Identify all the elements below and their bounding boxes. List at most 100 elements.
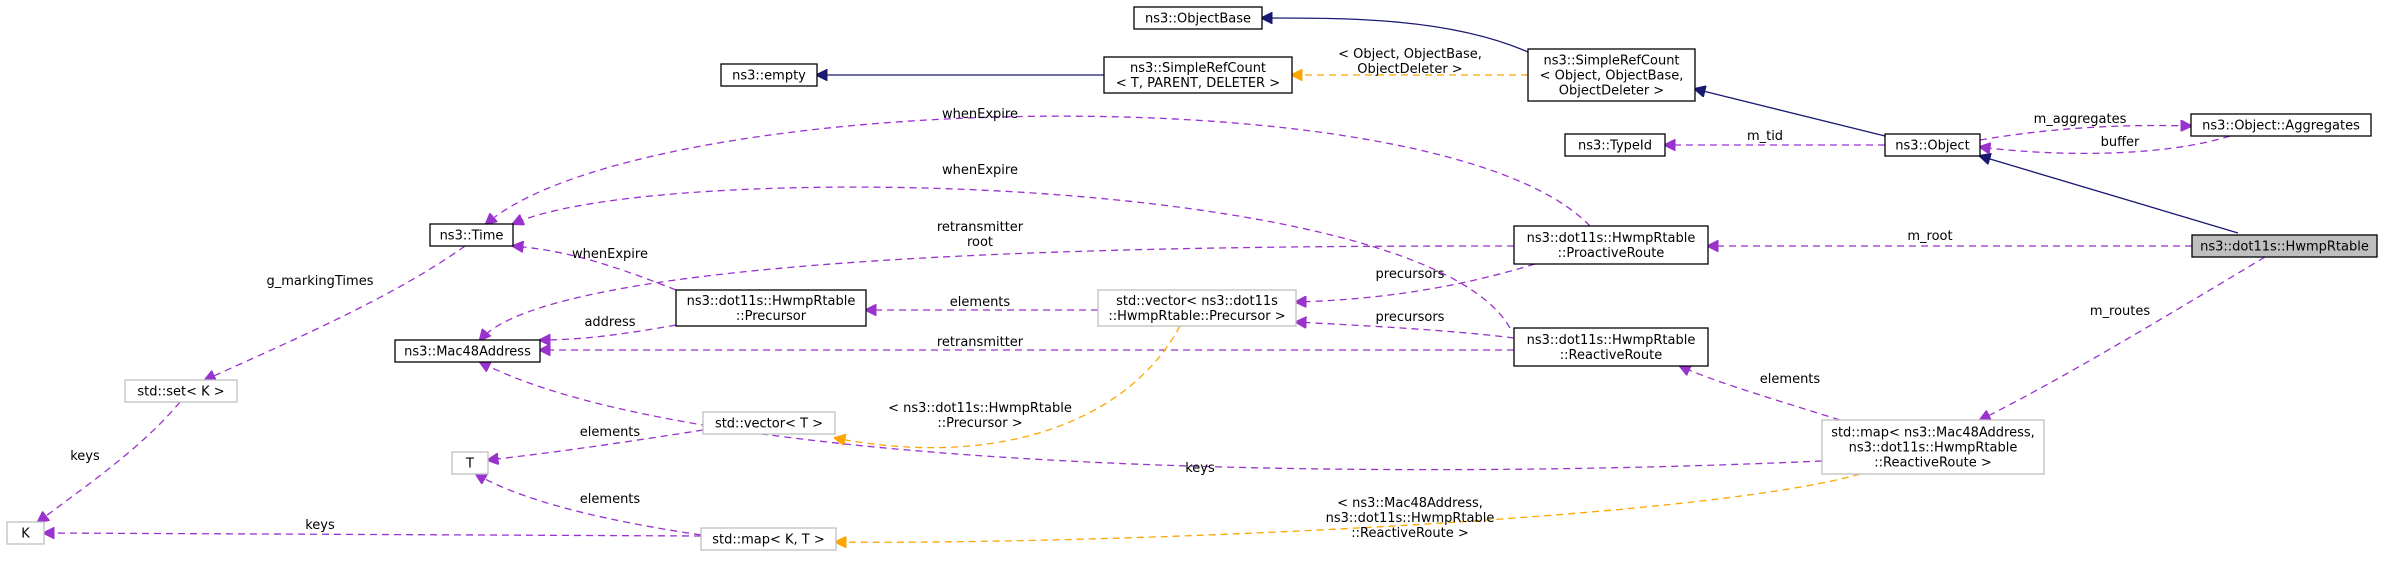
edge-label: keys bbox=[70, 449, 100, 464]
class-box bbox=[451, 451, 489, 475]
class-name: < Object, ObjectBase, bbox=[1540, 69, 1684, 84]
class-node-t[interactable]: T bbox=[451, 451, 489, 475]
edge-time-to-proactive: whenExpire bbox=[486, 107, 1591, 227]
class-node-map-kt[interactable]: std::map< K, T > bbox=[700, 527, 837, 551]
class-box bbox=[1513, 225, 1709, 265]
class-node-vector-precursor[interactable]: std::vector< ns3::dot11s::HwmpRtable::Pr… bbox=[1097, 289, 1297, 327]
class-node-precursor[interactable]: ns3::dot11s::HwmpRtable::Precursor bbox=[675, 289, 867, 327]
edge-k-to-map-kt: keys bbox=[44, 518, 702, 536]
class-name: ::Precursor bbox=[736, 309, 807, 324]
edge-line bbox=[38, 401, 181, 522]
edge-label: ::ReactiveRoute > bbox=[1351, 526, 1468, 541]
class-node-reactive[interactable]: ns3::dot11s::HwmpRtable::ReactiveRoute bbox=[1513, 327, 1709, 367]
class-node-simple-ref-count-obj[interactable]: ns3::SimpleRefCount< Object, ObjectBase,… bbox=[1527, 48, 1696, 102]
edge-line bbox=[1979, 126, 2191, 141]
class-node-type-id[interactable]: ns3::TypeId bbox=[1564, 133, 1666, 157]
class-box bbox=[1513, 327, 1709, 367]
edge-label: m_aggregates bbox=[2034, 112, 2127, 127]
edge-line bbox=[486, 115, 1591, 227]
class-box bbox=[124, 379, 238, 403]
edge-object-base-to-src bbox=[1262, 18, 1529, 53]
class-name: ns3::dot11s::HwmpRtable bbox=[687, 294, 856, 309]
edge-label: retransmitter bbox=[937, 335, 1024, 350]
edge-srco-to-object bbox=[1695, 89, 1886, 137]
class-name: ns3::SimpleRefCount bbox=[1543, 54, 1679, 69]
edge-mac-to-precursor: address bbox=[540, 315, 677, 340]
class-name: ObjectDeleter > bbox=[1559, 84, 1664, 99]
edge-label: whenExpire bbox=[942, 107, 1018, 122]
edge-label: address bbox=[584, 315, 635, 330]
class-node-set-k[interactable]: std::set< K > bbox=[124, 379, 238, 403]
class-node-vector-t[interactable]: std::vector< T > bbox=[702, 411, 836, 435]
class-name: ::ReactiveRoute > bbox=[1874, 456, 1991, 471]
edge-object-to-hwmp bbox=[1980, 156, 2239, 234]
class-node-time[interactable]: ns3::Time bbox=[429, 223, 514, 247]
edge-line bbox=[513, 186, 1511, 329]
class-name: std::vector< T > bbox=[715, 417, 823, 432]
class-name: ::ReactiveRoute bbox=[1560, 348, 1662, 363]
edge-time-to-precursor: whenExpire bbox=[513, 246, 677, 291]
class-box bbox=[702, 411, 836, 435]
edge-typeid-to-object: m_tid bbox=[1665, 129, 1885, 145]
class-name: ns3::ObjectBase bbox=[1145, 12, 1251, 27]
edge-line bbox=[1980, 156, 2239, 234]
edge-line bbox=[1980, 135, 2231, 153]
edge-line bbox=[835, 325, 1181, 449]
class-box bbox=[700, 527, 837, 551]
edge-srct-to-srco: < Object, ObjectBase,ObjectDeleter > bbox=[1292, 47, 1528, 77]
edge-label: m_tid bbox=[1747, 129, 1783, 144]
class-node-empty[interactable]: ns3::empty bbox=[720, 63, 818, 87]
class-node-object[interactable]: ns3::Object bbox=[1884, 133, 1981, 157]
edge-line bbox=[540, 324, 677, 340]
edge-label: precursors bbox=[1376, 310, 1445, 325]
class-name: ns3::Object bbox=[1895, 139, 1969, 154]
edge-label: m_root bbox=[1907, 229, 1952, 244]
edge-label: ns3::dot11s::HwmpRtable bbox=[1326, 511, 1495, 526]
class-box bbox=[6, 521, 45, 545]
class-box bbox=[1133, 6, 1263, 30]
edge-label: < ns3::dot11s::HwmpRtable bbox=[888, 401, 1072, 416]
class-name: ns3::SimpleRefCount bbox=[1130, 61, 1266, 76]
class-name: ns3::Object::Aggregates bbox=[2202, 119, 2360, 134]
class-name: ns3::dot11s::HwmpRtable bbox=[2200, 240, 2369, 255]
class-name: ::ProactiveRoute bbox=[1558, 246, 1665, 261]
class-node-k[interactable]: K bbox=[6, 521, 45, 545]
edge-line bbox=[480, 245, 1515, 340]
edge-time-to-set: g_markingTimes bbox=[205, 245, 466, 380]
edge-label: ObjectDeleter > bbox=[1357, 62, 1462, 77]
class-node-hwmp-rtable[interactable]: ns3::dot11s::HwmpRtable bbox=[2191, 234, 2378, 258]
edge-vector-to-reactive: precursors bbox=[1296, 310, 1515, 339]
class-box bbox=[394, 339, 541, 363]
edge-label: m_routes bbox=[2090, 304, 2151, 319]
class-box bbox=[720, 63, 818, 87]
class-node-object-base[interactable]: ns3::ObjectBase bbox=[1133, 6, 1263, 30]
class-name: std::set< K > bbox=[137, 385, 224, 400]
edge-map-kt-to-map-reactive: < ns3::Mac48Address,ns3::dot11s::HwmpRta… bbox=[836, 473, 1861, 542]
edge-line bbox=[836, 473, 1861, 542]
edge-line bbox=[1980, 256, 2266, 420]
edge-label: precursors bbox=[1376, 267, 1445, 282]
edge-vector-to-proactive: precursors bbox=[1296, 263, 1536, 302]
class-name: T bbox=[465, 457, 474, 472]
class-node-mac48[interactable]: ns3::Mac48Address bbox=[394, 339, 541, 363]
edge-reactive-to-map: elements bbox=[1680, 366, 1841, 421]
class-node-aggregates[interactable]: ns3::Object::Aggregates bbox=[2190, 113, 2372, 137]
class-name: ns3::empty bbox=[732, 69, 806, 84]
edge-label: elements bbox=[580, 425, 641, 440]
edge-label: whenExpire bbox=[942, 163, 1018, 178]
edge-line bbox=[480, 362, 1823, 471]
class-name: ns3::Mac48Address bbox=[404, 345, 531, 360]
edge-label: elements bbox=[950, 295, 1011, 310]
class-box bbox=[1527, 48, 1696, 102]
class-box bbox=[1097, 289, 1297, 327]
class-box bbox=[1821, 419, 2045, 475]
class-node-proactive[interactable]: ns3::dot11s::HwmpRtable::ProactiveRoute bbox=[1513, 225, 1709, 265]
edge-label: root bbox=[967, 235, 993, 250]
class-box bbox=[429, 223, 514, 247]
edge-t-to-map-kt: elements bbox=[476, 474, 702, 536]
class-node-simple-ref-count-tmpl[interactable]: ns3::SimpleRefCount< T, PARENT, DELETER … bbox=[1103, 56, 1293, 94]
class-node-map-reactive[interactable]: std::map< ns3::Mac48Address,ns3::dot11s:… bbox=[1821, 419, 2045, 475]
class-name: < T, PARENT, DELETER > bbox=[1116, 76, 1280, 91]
